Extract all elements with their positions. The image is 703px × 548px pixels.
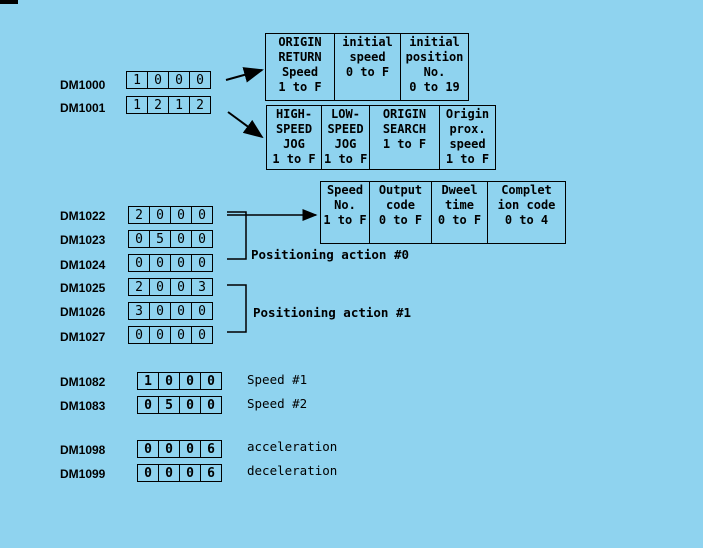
- digit-cell: 0: [135, 231, 143, 247]
- field-origin-search: ORIGIN SEARCH 1 to F: [369, 106, 439, 169]
- dm-register-1082: 1 0 0 0: [137, 372, 222, 390]
- dm-label-1099: DM1099: [60, 467, 106, 481]
- digit-cell: 0: [170, 327, 191, 343]
- digit-cell: 0: [170, 231, 191, 247]
- field-origin-return-speed: ORIGIN RETURN Speed 1 to F: [278, 35, 322, 94]
- dm-register-1026: 3 0 0 0: [128, 302, 213, 320]
- field-dwell-time: Dweel time 0 to F: [431, 182, 487, 243]
- digit-cell: 0: [144, 441, 152, 457]
- field-completion-code: Complet ion code 0 to 4: [487, 182, 565, 243]
- digit-cell: 0: [149, 303, 170, 319]
- digit-cell: 1: [144, 373, 152, 389]
- digit-cell: 0: [179, 397, 200, 413]
- digit-cell: 2: [189, 97, 210, 113]
- digit-cell: 0: [170, 255, 191, 271]
- digit-cell: 0: [191, 303, 212, 319]
- dm-label-1001: DM1001: [60, 101, 106, 115]
- dm-label-1027: DM1027: [60, 330, 106, 344]
- digit-cell: 0: [147, 72, 168, 88]
- digit-cell: 0: [158, 465, 179, 481]
- acceleration-label: acceleration: [247, 439, 338, 454]
- dm-label-1024: DM1024: [60, 258, 106, 272]
- dm-register-1025: 2 0 0 3: [128, 278, 213, 296]
- dm-register-1001: 1 2 1 2: [126, 96, 211, 114]
- field-low-speed-jog: LOW- SPEED JOG 1 to F: [321, 106, 369, 169]
- digit-cell: 0: [170, 207, 191, 223]
- digit-cell: 1: [133, 72, 141, 88]
- digit-cell: 0: [168, 72, 189, 88]
- dm-label-1082: DM1082: [60, 375, 106, 389]
- positioning-action-0-label: Positioning action #0: [251, 247, 410, 262]
- positioning-action-1-label: Positioning action #1: [253, 305, 412, 320]
- digit-cell: 0: [170, 303, 191, 319]
- digit-cell: 0: [149, 327, 170, 343]
- digit-cell: 1: [168, 97, 189, 113]
- digit-cell: 0: [135, 255, 143, 271]
- dm-register-1083: 0 5 0 0: [137, 396, 222, 414]
- arrow-dm1001: [227, 111, 264, 139]
- dm-label-1098: DM1098: [60, 443, 106, 457]
- digit-cell: 5: [149, 231, 170, 247]
- field-speed-no: Speed No. 1 to F: [323, 183, 367, 227]
- dm-label-1083: DM1083: [60, 399, 106, 413]
- field-output-code: Output code 0 to F: [369, 182, 431, 243]
- dm-label-1022: DM1022: [60, 209, 106, 223]
- digit-cell: 0: [158, 441, 179, 457]
- digit-cell: 3: [135, 303, 143, 319]
- digit-cell: 0: [135, 327, 143, 343]
- digit-cell: 0: [144, 465, 152, 481]
- field-initial-speed: initial speed 0 to F: [334, 34, 400, 100]
- digit-cell: 0: [149, 207, 170, 223]
- digit-cell: 0: [191, 231, 212, 247]
- dm-register-1000: 1 0 0 0: [126, 71, 211, 89]
- dm-label-1026: DM1026: [60, 305, 106, 319]
- digit-cell: 0: [191, 327, 212, 343]
- dm-label-1023: DM1023: [60, 233, 106, 247]
- dm-register-1024: 0 0 0 0: [128, 254, 213, 272]
- digit-cell: 0: [200, 397, 221, 413]
- dm1000-field-box: ORIGIN RETURN Speed 1 to F initial speed…: [265, 33, 469, 101]
- dm-register-1022: 2 0 0 0: [128, 206, 213, 224]
- arrow-dm1000: [225, 67, 264, 83]
- dm-register-1023: 0 5 0 0: [128, 230, 213, 248]
- digit-cell: 0: [191, 255, 212, 271]
- dm-register-1099: 0 0 0 6: [137, 464, 222, 482]
- deceleration-label: deceleration: [247, 463, 338, 478]
- digit-cell: 0: [179, 441, 200, 457]
- dm-label-1000: DM1000: [60, 78, 106, 92]
- field-high-speed-jog: HIGH- SPEED JOG 1 to F: [272, 107, 316, 166]
- digit-cell: 0: [191, 207, 212, 223]
- digit-cell: 0: [200, 373, 221, 389]
- digit-cell: 0: [189, 72, 210, 88]
- field-initial-position: initial position No. 0 to 19: [400, 34, 468, 100]
- dm1001-field-box: HIGH- SPEED JOG 1 to F LOW- SPEED JOG 1 …: [266, 105, 496, 170]
- digit-cell: 6: [200, 441, 221, 457]
- digit-cell: 5: [158, 397, 179, 413]
- digit-cell: 0: [158, 373, 179, 389]
- field-origin-prox-speed: Origin prox. speed 1 to F: [439, 106, 495, 169]
- corner-mark: [0, 0, 18, 4]
- dm-label-1025: DM1025: [60, 281, 106, 295]
- digit-cell: 2: [135, 207, 143, 223]
- digit-cell: 2: [147, 97, 168, 113]
- digit-cell: 0: [179, 373, 200, 389]
- dm-register-1098: 0 0 0 6: [137, 440, 222, 458]
- digit-cell: 0: [149, 279, 170, 295]
- speed-1-label: Speed #1: [247, 372, 308, 387]
- bracket-positioning-0: [227, 211, 247, 260]
- digit-cell: 3: [191, 279, 212, 295]
- digit-cell: 0: [149, 255, 170, 271]
- digit-cell: 0: [144, 397, 152, 413]
- digit-cell: 0: [179, 465, 200, 481]
- digit-cell: 0: [170, 279, 191, 295]
- bracket-positioning-1: [227, 284, 247, 333]
- dm-register-1027: 0 0 0 0: [128, 326, 213, 344]
- positioning-field-box: Speed No. 1 to F Output code 0 to F Dwee…: [320, 181, 566, 244]
- digit-cell: 1: [133, 97, 141, 113]
- digit-cell: 2: [135, 279, 143, 295]
- digit-cell: 6: [200, 465, 221, 481]
- speed-2-label: Speed #2: [247, 396, 308, 411]
